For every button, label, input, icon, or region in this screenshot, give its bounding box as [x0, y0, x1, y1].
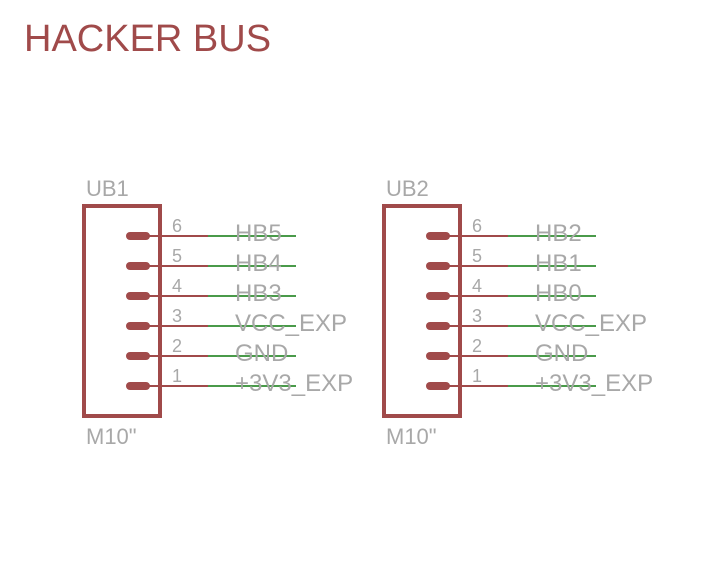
- ub1-pin-number: 6: [172, 216, 182, 236]
- ub2-pin-number: 6: [472, 216, 482, 236]
- ub1-pin-number: 4: [172, 276, 182, 296]
- ub1-pin-number: 5: [172, 246, 182, 266]
- ub1-pin-number: 1: [172, 366, 182, 386]
- ub2-net-label: HB1: [535, 250, 582, 277]
- ub2-net-label: VCC_EXP: [535, 310, 647, 337]
- ub2-designator: UB2: [386, 176, 429, 201]
- ub2-pin-number: 4: [472, 276, 482, 296]
- ub1-net-label: VCC_EXP: [235, 310, 347, 337]
- ub2-pin-number: 5: [472, 246, 482, 266]
- ub1-value: M10": [86, 424, 137, 449]
- ub2-pin-number: 1: [472, 366, 482, 386]
- ub2-body: [382, 204, 462, 418]
- ub2-net-label: +3V3_EXP: [535, 370, 653, 397]
- ub2-net-label: HB0: [535, 280, 582, 307]
- ub1-designator: UB1: [86, 176, 129, 201]
- ub2-value: M10": [386, 424, 437, 449]
- ub1-body: [82, 204, 162, 418]
- ub1-net-label: HB5: [235, 220, 282, 247]
- ub1-net-label: +3V3_EXP: [235, 370, 353, 397]
- ub2-pin-number: 3: [472, 306, 482, 326]
- ub2-pin-number: 2: [472, 336, 482, 356]
- ub2-net-label: HB2: [535, 220, 582, 247]
- ub1-net-label: HB4: [235, 250, 282, 277]
- ub1-pin-number: 2: [172, 336, 182, 356]
- ub2-net-label: GND: [535, 340, 588, 367]
- ub1-pin-number: 3: [172, 306, 182, 326]
- ub1-net-label: GND: [235, 340, 288, 367]
- page-title: HACKER BUS: [24, 18, 272, 60]
- ub1-net-label: HB3: [235, 280, 282, 307]
